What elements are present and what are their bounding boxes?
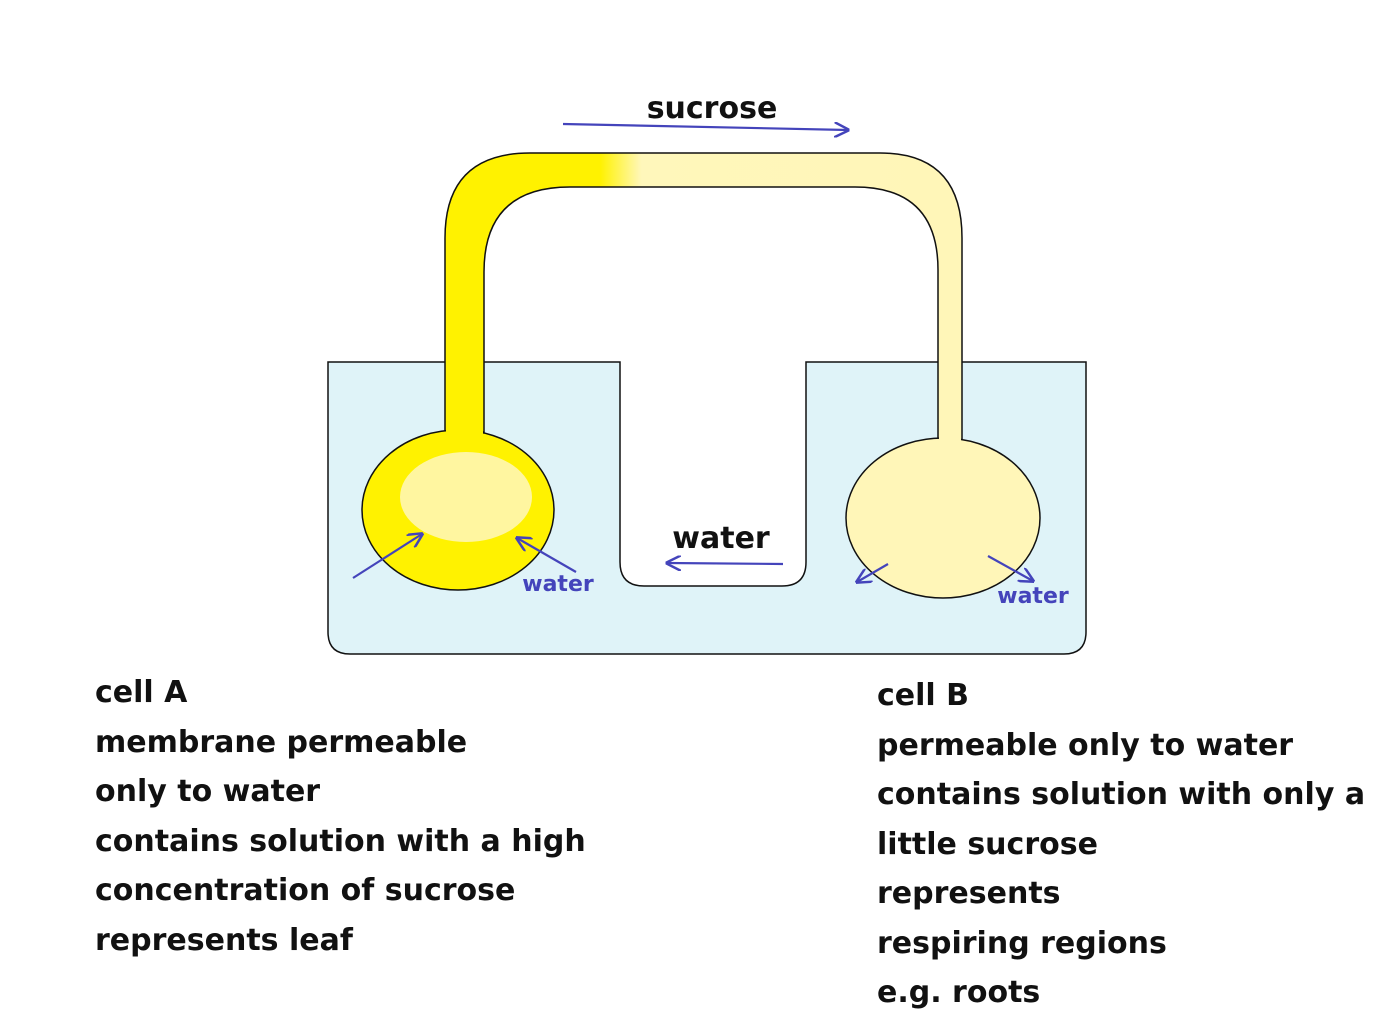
cell-a-line: concentration of sucrose (95, 873, 516, 908)
sucrose-flow-arrow (562, 124, 848, 130)
cell-a-neck (446, 426, 483, 436)
cell-a-line: membrane permeable (95, 724, 468, 760)
sucrose-label: sucrose (647, 91, 778, 126)
water-cell-a-label: water (522, 572, 594, 597)
water-out-cell-b-arrow-2 (987, 555, 1033, 581)
cell-b-line: contains solution with only a (877, 777, 1366, 812)
cell-a-line: only to water (95, 774, 321, 809)
cell-b-line: little sucrose (877, 826, 1098, 862)
water-out-cell-b-arrow-1 (857, 563, 889, 582)
cell-a-description: cell A membrane permeable only to water … (95, 668, 586, 965)
water-into-cell-a-arrow-1 (352, 534, 422, 579)
cell-a (361, 426, 555, 591)
cell-b-line: represents (877, 876, 1061, 911)
water-into-cell-a-arrow-2 (517, 538, 577, 573)
cell-a-highlight (400, 452, 532, 542)
cell-b-line: permeable only to water (877, 727, 1294, 763)
cell-a-line: represents leaf (95, 922, 353, 958)
water-cell-b-label: water (997, 584, 1069, 609)
cell-a-line: contains solution with a high (95, 823, 586, 859)
cell-b-line: respiring regions (877, 925, 1167, 961)
phloem-model-diagram: sucrose water water water (327, 91, 1087, 655)
cell-b-title: cell B (877, 678, 970, 713)
water-return-arrow (667, 563, 784, 564)
cell-b-neck (939, 434, 961, 446)
water-center-label: water (672, 521, 770, 556)
cell-b-description: cell B permeable only to water contains … (877, 671, 1365, 1018)
cell-b-line: e.g. roots (877, 975, 1041, 1010)
cell-a-title: cell A (95, 675, 188, 710)
